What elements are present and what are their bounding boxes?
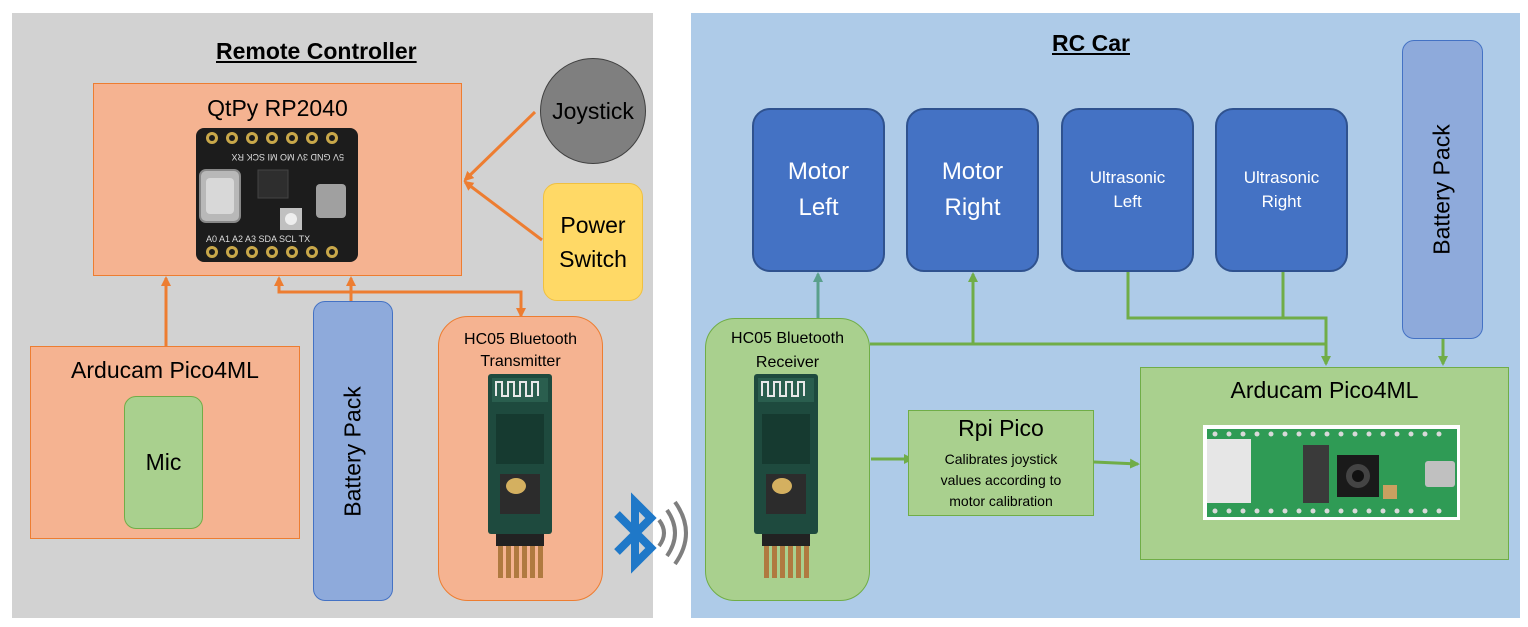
remote-battery-box: Battery Pack (313, 301, 393, 601)
power-switch-box: Power Switch (543, 183, 643, 301)
motor-left-label-1: Motor (787, 158, 850, 185)
svg-text:5V GND 3V MO MI SCK RX: 5V GND 3V MO MI SCK RX (231, 152, 344, 162)
remote-title: Remote Controller (216, 38, 417, 64)
bluetooth-icon (614, 492, 688, 574)
car-battery-label: Battery Pack (1429, 124, 1456, 255)
motor-right-box: Motor Right (906, 108, 1039, 272)
ultrasonic-left-box: Ultrasonic Left (1061, 108, 1194, 272)
joystick-label: Joystick (552, 97, 634, 124)
rpi-desc-1: Calibrates joystick (944, 451, 1058, 467)
us-left-label-2: Left (1113, 192, 1142, 211)
remote-battery-label: Battery Pack (339, 385, 366, 517)
power-to-qtpy-line (463, 180, 543, 242)
remote-arducam-label: Arducam Pico4ML (71, 357, 259, 383)
car-battery-box: Battery Pack (1402, 40, 1483, 339)
joystick-circle: Joystick (540, 58, 646, 164)
rpi-pico-box: Rpi Pico Calibrates joystick values acco… (908, 410, 1094, 516)
hc05-tx-label-1: HC05 Bluetooth (464, 331, 577, 348)
qtpy-label: QtPy RP2040 (207, 95, 348, 121)
motor-left-box: Motor Left (752, 108, 885, 272)
hc05-tx-module-image (488, 374, 552, 578)
svg-text:A0 A1 A2 A3 SDA SCL TX: A0 A1 A2 A3 SDA SCL TX (206, 234, 310, 244)
car-arducam-label: Arducam Pico4ML (1230, 377, 1419, 403)
motor-right-label-1: Motor (941, 158, 1004, 185)
rpi-desc-3: motor calibration (949, 493, 1053, 509)
ultrasonic-right-box: Ultrasonic Right (1215, 108, 1348, 272)
hc05-rx-label-1: HC05 Bluetooth (731, 330, 844, 347)
hc05-rx-label-2: Receiver (755, 354, 820, 371)
rpi-to-arducam-line (1093, 458, 1140, 469)
car-title: RC Car (1052, 30, 1130, 56)
hc05-rx-module-image (754, 374, 818, 578)
motor-left-label-2: Left (798, 194, 839, 221)
rpi-title: Rpi Pico (958, 415, 1044, 441)
motor-right-label-2: Right (944, 194, 1001, 221)
power-label-2: Switch (559, 246, 627, 272)
hc05-transmitter-box: HC05 Bluetooth Transmitter (438, 316, 603, 601)
power-label-1: Power (560, 212, 626, 238)
joystick-to-qtpy-line (463, 110, 537, 182)
mic-box: Mic (124, 396, 203, 529)
us-right-label-2: Right (1261, 192, 1302, 211)
rpi-desc-2: values according to (940, 472, 1062, 488)
mic-label: Mic (145, 449, 182, 475)
car-arducam-board-image (1203, 425, 1460, 520)
hc05-tx-label-2: Transmitter (480, 353, 561, 370)
qtpy-board-image: 5V GND 3V MO MI SCK RX A0 A1 A2 A3 SDA S… (196, 128, 358, 262)
us-right-label-1: Ultrasonic (1243, 168, 1320, 187)
us-left-line (1126, 271, 1328, 344)
us-left-label-1: Ultrasonic (1089, 168, 1166, 187)
hc05-bus-line (870, 342, 1331, 366)
